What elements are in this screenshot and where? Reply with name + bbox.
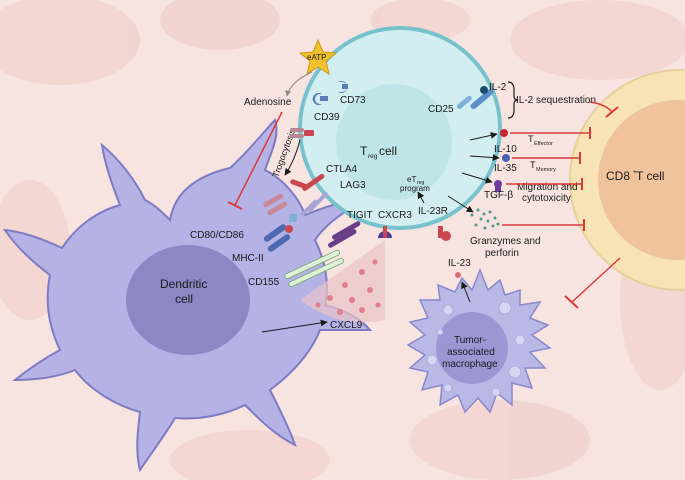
- cd25-receptor-icon: [456, 86, 494, 110]
- etreg-pre-label: eT: [407, 175, 416, 184]
- treg-sub-label: reg: [368, 153, 378, 160]
- adenosine-inhibition-line: [234, 111, 283, 206]
- treg-suffix-label: cell: [379, 144, 397, 158]
- etreg-sub-label: reg: [417, 180, 424, 186]
- tgfb-secretion-arrow: [461, 172, 493, 184]
- tumor-associated-macrophage: Tumor- associated macrophage: [406, 267, 552, 414]
- trogocytosis-receptor-icon: [290, 128, 314, 138]
- treg-main-label: T: [360, 144, 368, 158]
- trogocytosis-arrow: [284, 139, 301, 176]
- tam-label-line2: associated: [447, 347, 495, 358]
- il10-secretion-arrow: [469, 131, 498, 141]
- lag3-square-icon: [289, 214, 297, 222]
- lag3-receptor-icon: [300, 192, 328, 217]
- migration-label-line1: Migration and: [517, 182, 578, 193]
- cd8-t-cell: CD8 + T cell: [569, 69, 685, 291]
- il23r-label: IL-23R: [418, 206, 448, 217]
- granzyme-particles: [470, 208, 500, 230]
- migration-label-line2: cytotoxicity: [522, 193, 571, 204]
- cd73-label: CD73: [340, 95, 366, 106]
- il2-inhibition-line: [589, 101, 613, 113]
- il2-inhibition-bar: [605, 106, 619, 118]
- il23r-receptor-icon: [438, 226, 451, 241]
- cd73-receptor-icon: [338, 81, 348, 93]
- il2-sequestration-brace: [507, 81, 519, 119]
- lag3-label: LAG3: [340, 180, 366, 191]
- eatp-label: eATP: [307, 53, 326, 62]
- cd80-cd86-label: CD80/CD86: [190, 230, 244, 241]
- cd8-suffix-label: T cell: [636, 169, 664, 183]
- cxcr3-label: CXCR3: [378, 210, 412, 221]
- dc-to-cxcl9-arrow: [261, 319, 328, 333]
- dendritic-label-line2: cell: [175, 292, 193, 306]
- adenosine-inhibition-bar: [227, 201, 243, 210]
- granzyme-secretion-arrow: [447, 195, 474, 213]
- tigit-receptor-icon: [328, 221, 361, 248]
- tam-label-line1: Tumor-: [454, 335, 486, 346]
- ctla4-label: CTLA4: [326, 164, 358, 175]
- cxcl9-label: CXCL9: [330, 320, 363, 331]
- il10-label: IL-10: [494, 144, 517, 155]
- tmemory-sub-label: Memory: [536, 167, 556, 173]
- cd155-label: CD155: [248, 277, 280, 288]
- teffector-main-label: T: [528, 134, 534, 144]
- ctla4-receptor-icon: [290, 173, 325, 191]
- il35-label: IL-35: [494, 163, 517, 174]
- teffector-sub-label: Effector: [534, 141, 553, 147]
- il23-label: IL-23: [448, 258, 471, 269]
- cd8-main-label: CD8: [606, 169, 630, 183]
- il35-molecule-icon: [502, 154, 510, 162]
- cxcl9-gradient: [300, 240, 385, 323]
- cd25-label: CD25: [428, 104, 454, 115]
- il35-secretion-arrow: [469, 154, 500, 162]
- macrophage-to-il23-arrow: [461, 281, 471, 303]
- cd8-to-macrophage-inhibition-bar: [564, 295, 579, 309]
- eatp-star-icon: eATP: [298, 38, 338, 76]
- il2-label: IL-2: [489, 82, 507, 93]
- cd155-ligand-icon: [284, 249, 345, 287]
- il23r-to-program-arrow: [417, 191, 425, 204]
- il10-molecule-icon: [500, 129, 508, 137]
- dendritic-label-line1: Dendritic: [160, 277, 207, 291]
- cd39-receptor-icon: [312, 93, 328, 105]
- adenosine-label: Adenosine: [244, 97, 292, 108]
- macrophage-vesicles: [426, 301, 526, 397]
- cd39-label: CD39: [314, 112, 340, 123]
- tam-label-line3: macrophage: [442, 359, 498, 370]
- cd8-to-macrophage-inhibition-line: [571, 257, 621, 303]
- tigit-label: TIGIT: [347, 210, 373, 221]
- cd8-plus-sup: +: [633, 169, 637, 176]
- eatp-to-adenosine-arrow: [285, 71, 313, 97]
- etreg-program-label: program: [400, 184, 430, 193]
- tmemory-main-label: T: [530, 160, 536, 170]
- tgfb-molecule-icon: [494, 180, 502, 192]
- cxcr3-receptor-icon: [378, 226, 392, 238]
- granzymes-label-line1: Granzymes and: [470, 236, 541, 247]
- il2-sequestration-label: IL-2 sequestration: [516, 95, 596, 106]
- il23-molecule-icon: [455, 272, 461, 278]
- cd80-cd86-ligand-icon: [263, 193, 288, 216]
- mhc2-label: MHC-II: [232, 253, 264, 264]
- treg-cell: T reg cell eT reg program: [298, 26, 502, 230]
- granzymes-label-line2: perforin: [485, 248, 519, 259]
- tgfb-label: TGF-β: [484, 190, 513, 201]
- mhc2-ligand-icon: [263, 224, 293, 252]
